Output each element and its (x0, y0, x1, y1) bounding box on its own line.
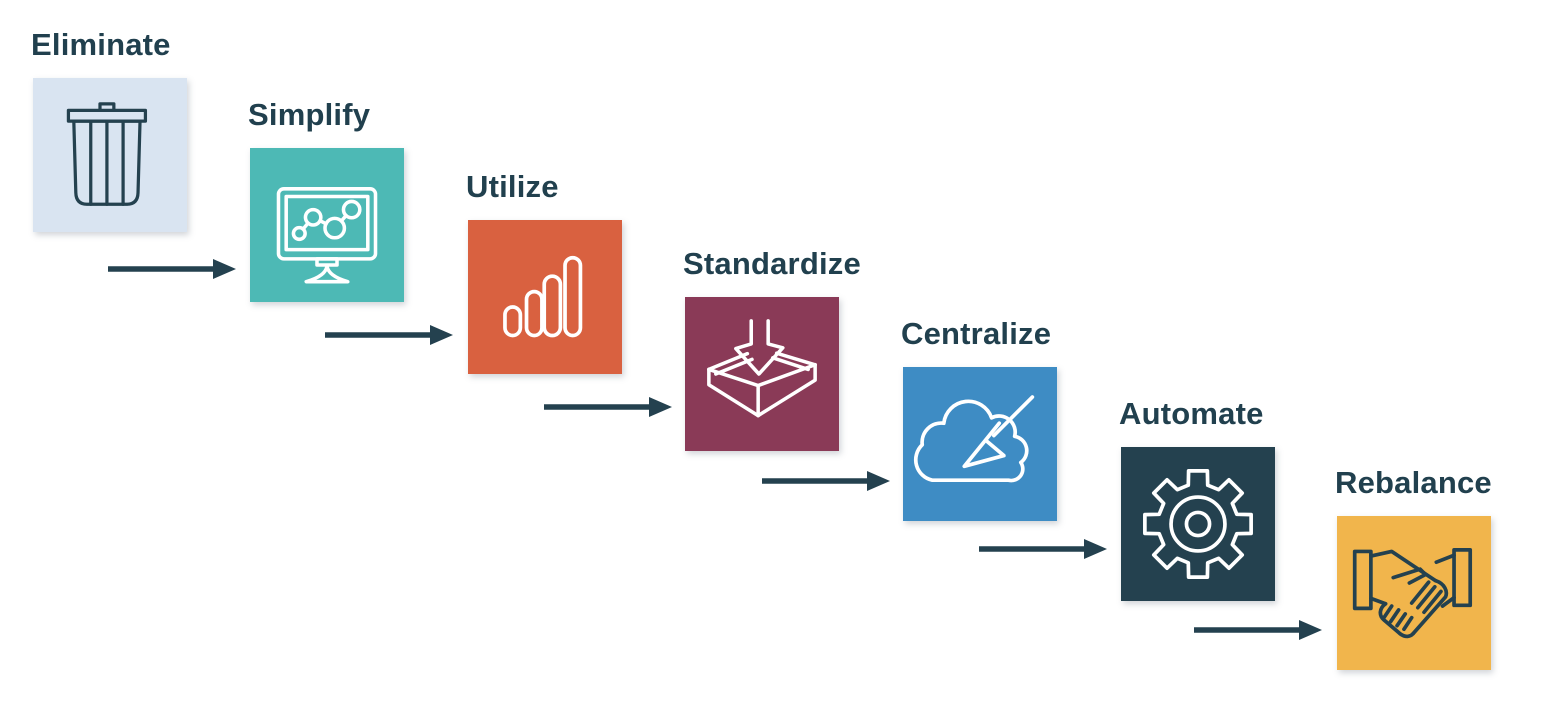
monitor-chart-icon (276, 187, 378, 284)
step-label: Standardize (683, 246, 861, 281)
handshake-icon (1352, 548, 1473, 639)
box-receive-icon (707, 319, 817, 418)
eliminate-box (33, 78, 187, 232)
step-simplify: Simplify (248, 97, 404, 302)
bar-chart-icon (503, 255, 583, 338)
rebalance-box (1337, 516, 1491, 670)
flow-arrow-2 (323, 322, 455, 348)
flow-arrow-3 (542, 394, 674, 420)
step-eliminate: Eliminate (31, 27, 187, 232)
step-rebalance: Rebalance (1335, 465, 1492, 670)
step-label: Rebalance (1335, 465, 1492, 500)
centralize-box (903, 367, 1057, 521)
step-label: Eliminate (31, 27, 171, 62)
step-centralize: Centralize (901, 316, 1057, 521)
step-label: Centralize (901, 316, 1052, 351)
arrow-right-icon (108, 259, 236, 279)
step-standardize: Standardize (683, 246, 861, 451)
simplify-box (250, 148, 404, 302)
flow-arrow-5 (977, 536, 1109, 562)
arrow-right-icon (544, 397, 672, 417)
arrow-right-icon (979, 539, 1107, 559)
step-label: Automate (1119, 396, 1264, 431)
standardize-box (685, 297, 839, 451)
gear-icon (1143, 469, 1253, 579)
arrow-right-icon (762, 471, 890, 491)
step-utilize: Utilize (466, 169, 622, 374)
arrow-right-icon (1194, 620, 1322, 640)
cloud-arrow-icon (914, 395, 1035, 483)
flow-arrow-6 (1192, 617, 1324, 643)
flow-arrow-1 (106, 256, 238, 282)
arrow-right-icon (325, 325, 453, 345)
step-label: Simplify (248, 97, 371, 132)
step-label: Utilize (466, 169, 559, 204)
step-automate: Automate (1119, 396, 1275, 601)
automate-box (1121, 447, 1275, 601)
trash-icon (66, 102, 148, 206)
flow-arrow-4 (760, 468, 892, 494)
utilize-box (468, 220, 622, 374)
